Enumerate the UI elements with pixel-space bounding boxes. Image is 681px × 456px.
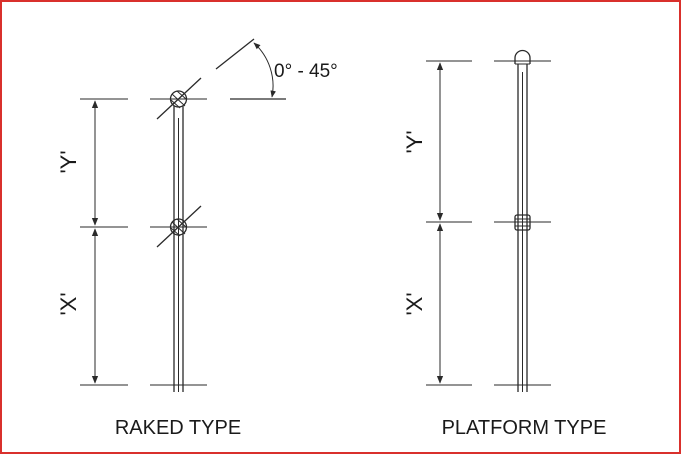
angle-arc — [253, 42, 276, 98]
platform-dim-x-label: 'X' — [402, 292, 427, 315]
platform-top-cap — [514, 49, 531, 64]
angle-rake-line — [215, 38, 255, 70]
raked-joint-mid — [156, 205, 202, 248]
platform-type-title: PLATFORM TYPE — [442, 417, 607, 439]
raked-type-drawing: 0° - 45° 'Y' 'X' RAKED TYPE — [56, 38, 338, 439]
platform-dim-y-label: 'Y' — [402, 130, 427, 153]
angle-label: 0° - 45° — [274, 61, 338, 82]
raked-dim-x-label: 'X' — [56, 292, 81, 315]
raked-dim-y-label: 'Y' — [56, 150, 81, 173]
raked-joint-top — [156, 77, 202, 120]
platform-type-drawing: 'Y' 'X' PLATFORM TYPE — [402, 49, 607, 439]
raked-type-title: RAKED TYPE — [115, 417, 241, 439]
